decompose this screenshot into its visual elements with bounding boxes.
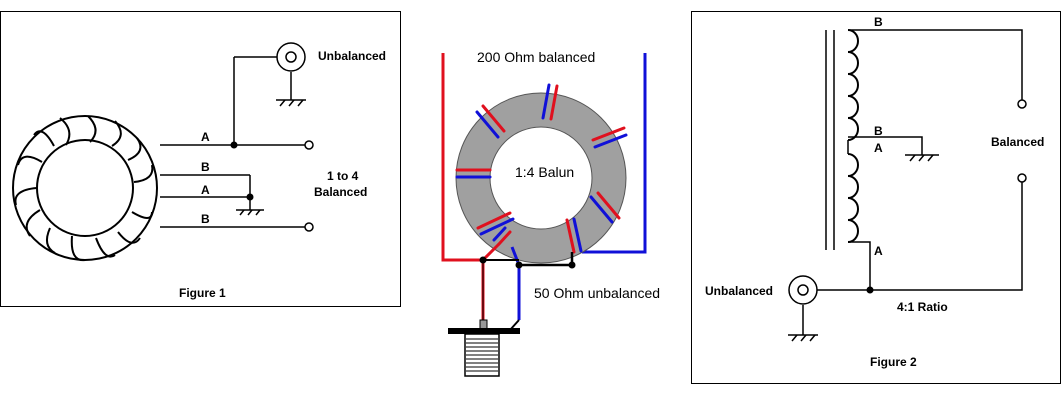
junction-dot xyxy=(230,141,238,149)
junction-dot xyxy=(568,261,576,269)
red-lead-left xyxy=(441,53,483,262)
tap-label-top-b: B xyxy=(874,15,883,29)
wire-label-a1: A xyxy=(201,130,210,144)
unbalanced-label-fig2: Unbalanced xyxy=(705,284,773,298)
center-balun: 200 Ohm balanced 1:4 Balun 50 Ohm unbala… xyxy=(441,49,660,377)
output-label-line2: Balanced xyxy=(314,185,367,199)
red-inner-lead xyxy=(481,242,501,320)
terminal xyxy=(304,222,314,232)
figure-2-panel: B B A A Balanced Unbalanced 4:1 Ratio Fi… xyxy=(691,11,1061,384)
winding-top xyxy=(847,29,859,141)
toroid-ratio-label: 1:4 Balun xyxy=(515,164,574,180)
junction-dot xyxy=(866,286,874,294)
junction-dot xyxy=(246,193,254,201)
junction-dot xyxy=(479,256,487,264)
tap-label-mid-b: B xyxy=(874,124,883,138)
coax-connector-fig2 xyxy=(788,275,818,305)
figure-1-panel: Unbalanced A B A B 1 to 4 Balanced Figur… xyxy=(0,11,401,307)
blue-lead-right xyxy=(582,53,647,254)
windings xyxy=(455,83,628,254)
wire-label-a2: A xyxy=(201,183,210,197)
figure-1-frame xyxy=(0,11,401,307)
figure-2-caption: Figure 2 xyxy=(870,355,917,369)
tap-label-bottom-a: A xyxy=(874,244,883,258)
balanced-200-label: 200 Ohm balanced xyxy=(477,49,595,65)
terminal xyxy=(1017,99,1027,109)
wire-label-b2: B xyxy=(201,212,210,226)
unbalanced-label-fig1: Unbalanced xyxy=(318,49,386,63)
figure-1-caption: Figure 1 xyxy=(179,286,226,300)
unbalanced-50-label: 50 Ohm unbalanced xyxy=(534,285,660,301)
wire-label-b1: B xyxy=(201,160,210,174)
terminal xyxy=(1017,173,1027,183)
output-label-line1: 1 to 4 xyxy=(327,169,359,183)
toroid-core-fig1 xyxy=(12,115,158,262)
figure-2-frame xyxy=(691,11,1061,384)
junction-dot xyxy=(515,261,523,269)
ratio-label: 4:1 Ratio xyxy=(897,300,948,314)
terminal xyxy=(304,140,314,150)
coax-connector-fig1 xyxy=(276,42,306,72)
tap-label-mid-a: A xyxy=(874,141,883,155)
coax-connector-center xyxy=(448,319,520,377)
winding-bottom xyxy=(847,153,859,243)
balanced-label-fig2: Balanced xyxy=(991,135,1044,149)
wiring-fig2 xyxy=(788,29,1023,342)
